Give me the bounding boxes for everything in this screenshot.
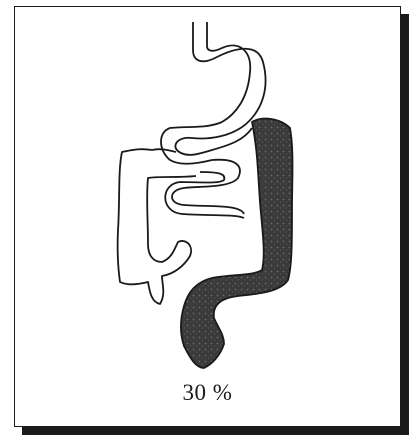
colon-shaded-region (181, 119, 293, 368)
colon-outline-unshaded (118, 149, 196, 304)
percentage-caption: 30 % (14, 380, 401, 406)
esophagus-stomach-outline (161, 22, 266, 164)
small-intestine-loops (165, 160, 244, 218)
